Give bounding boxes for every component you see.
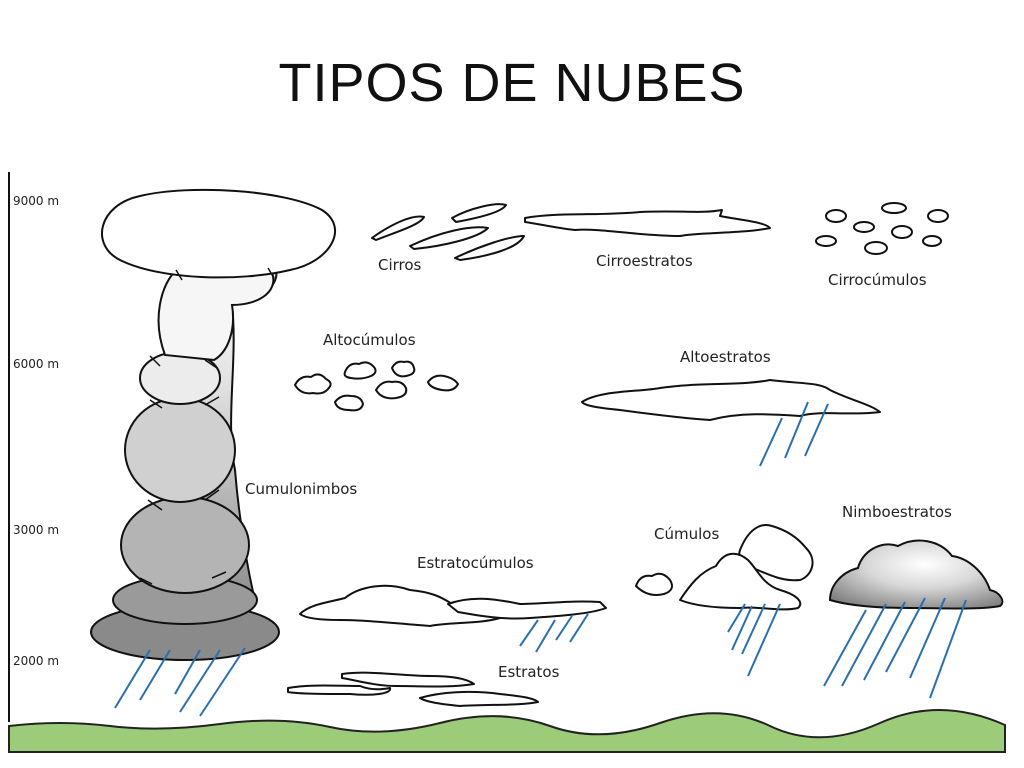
nimboestratos-cloud [828,539,1004,610]
altitude-label-3000: 3000 m [13,523,59,537]
estratocumulos-cloud [299,584,607,627]
nimboestratos-rain [823,597,967,699]
label-cirroestratos: Cirroestratos [596,252,693,270]
cumulos-cloud [635,524,814,611]
label-nimboestratos: Nimboestratos [842,503,952,521]
label-cumulos: Cúmulos [654,525,719,543]
cirroestratos-cloud [524,209,771,237]
cirros-cloud [371,203,525,261]
cumulos-rain [727,603,781,677]
label-estratos: Estratos [498,663,560,681]
altitude-label-6000: 6000 m [13,357,59,371]
label-altocumulos: Altocúmulos [323,331,416,349]
label-cirros: Cirros [378,256,422,274]
estratos-cloud [287,671,539,707]
cumulonimbos-cloud [90,188,336,661]
altitude-label-2000: 2000 m [13,654,59,668]
estratocumulos-rain [519,613,589,653]
cirrocumulos-cloud [815,202,949,255]
label-cumulonimbos: Cumulonimbos [245,480,357,498]
altocumulos-cloud [294,360,459,412]
label-cirrocumulos: Cirrocúmulos [828,271,927,289]
cumulonimbos-rain [114,647,246,717]
altitude-label-9000: 9000 m [13,194,59,208]
page-title: TIPOS DE NUBES [278,53,746,113]
ground [8,709,1006,753]
label-estratocumulos: Estratocúmulos [417,554,534,572]
label-altoestratos: Altoestratos [680,348,771,366]
altoestratos-rain [759,401,829,467]
altoestratos-cloud [581,379,881,421]
